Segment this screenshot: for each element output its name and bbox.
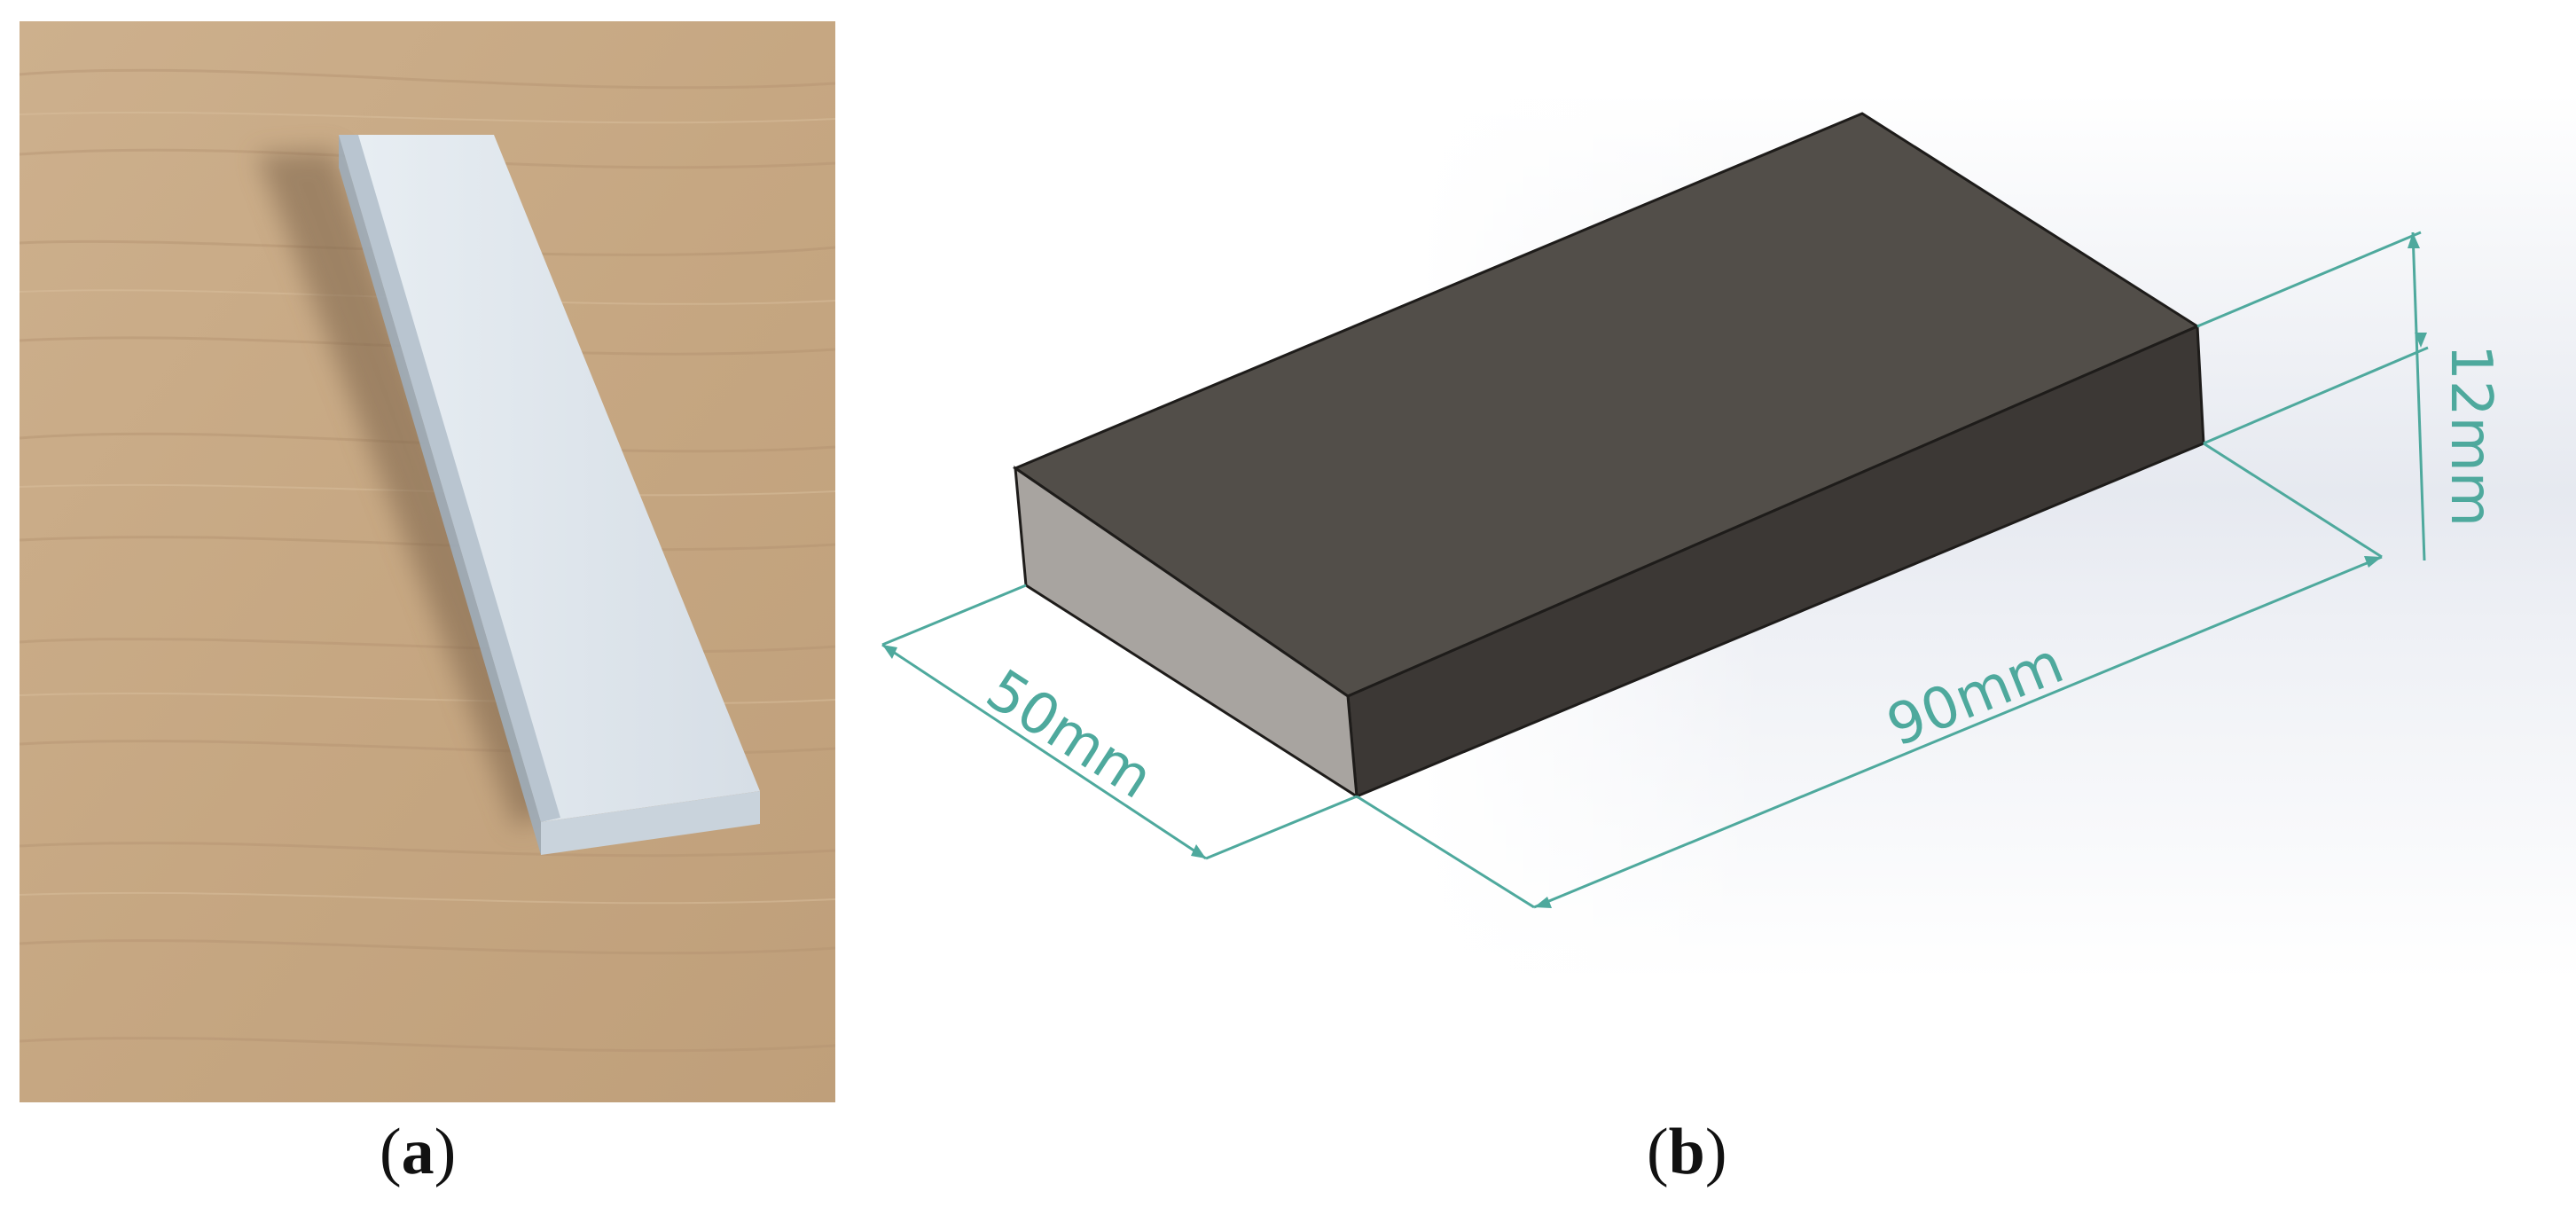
specimen-bar (339, 135, 760, 822)
cad-panel-b: 50mm 90mm 12mm (851, 0, 2576, 1082)
caption-b-letter: b (1668, 1116, 1705, 1188)
caption-a-close: ) (434, 1116, 457, 1188)
caption-b-close: ) (1704, 1116, 1727, 1188)
width-dimension-label: 50mm (975, 657, 1163, 811)
specimen-photo (20, 21, 835, 1102)
caption-a: (a) (380, 1119, 456, 1185)
caption-a-letter: a (401, 1116, 435, 1188)
caption-a-open: ( (380, 1116, 402, 1188)
caption-b-open: ( (1647, 1116, 1669, 1188)
cad-model: 50mm 90mm 12mm (881, 93, 2576, 980)
caption-b: (b) (1647, 1119, 1726, 1185)
specimen-bar-edge (339, 135, 560, 822)
dimension-lines (881, 231, 2429, 909)
height-dimension-label: 12mm (2438, 344, 2503, 527)
photo-panel-a (20, 21, 835, 1102)
